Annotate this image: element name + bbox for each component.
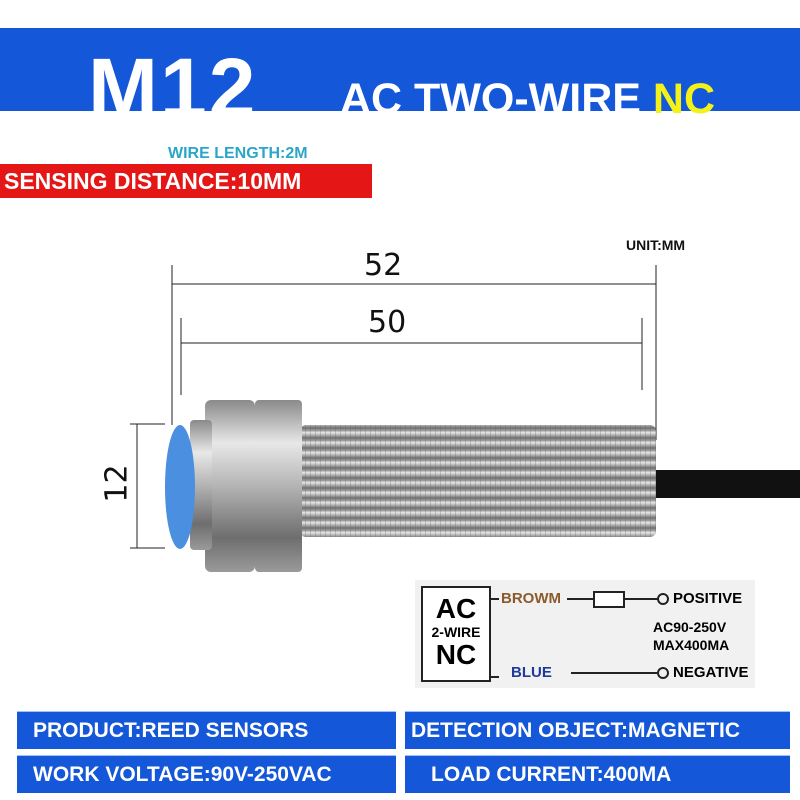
terminal-icon: [657, 593, 669, 605]
unit-label: UNIT:MM: [626, 237, 686, 253]
wire-length: WIRE LENGTH:2M: [168, 145, 308, 162]
spec-detection: DETECTION OBJECT:MAGNETIC: [405, 711, 790, 749]
negative-label: NEGATIVE: [673, 664, 749, 681]
spec-product: PRODUCT:REED SENSORS: [17, 711, 396, 749]
sensing-face: [165, 425, 195, 549]
sensing-distance: SENSING DISTANCE:10MM: [0, 164, 372, 198]
subtitle: AC TWO-WIRE NC: [340, 76, 715, 122]
spec-load: LOAD CURRENT:400MA: [405, 755, 790, 793]
threaded-body: [300, 425, 656, 537]
dim-thread: 50: [368, 305, 407, 340]
dim-diameter: 12: [99, 464, 135, 503]
blue-wire-label: BLUE: [511, 664, 552, 681]
spec-voltage: WORK VOLTAGE:90V-250VAC: [17, 755, 396, 793]
terminal-icon: [657, 667, 669, 679]
load-icon: [593, 591, 625, 608]
sensor-box: AC 2-WIRE NC: [421, 586, 491, 682]
nut: [205, 400, 255, 572]
box-nc: NC: [435, 639, 477, 670]
cable: [655, 470, 800, 498]
positive-label: POSITIVE: [673, 590, 743, 607]
box-2wire: 2-WIRE: [431, 624, 481, 640]
box-ac: AC: [435, 593, 477, 624]
nut-2: [255, 400, 302, 572]
subtitle-nc: NC: [652, 75, 715, 123]
title-banner: M12 AC TWO-WIRE NC: [0, 28, 800, 130]
dim-total: 52: [364, 248, 403, 283]
dimension-lines: [130, 265, 657, 549]
brown-wire-label: BROWM: [501, 590, 561, 607]
model-title: M12: [88, 41, 258, 135]
subtitle-text: AC TWO-WIRE: [340, 75, 641, 123]
